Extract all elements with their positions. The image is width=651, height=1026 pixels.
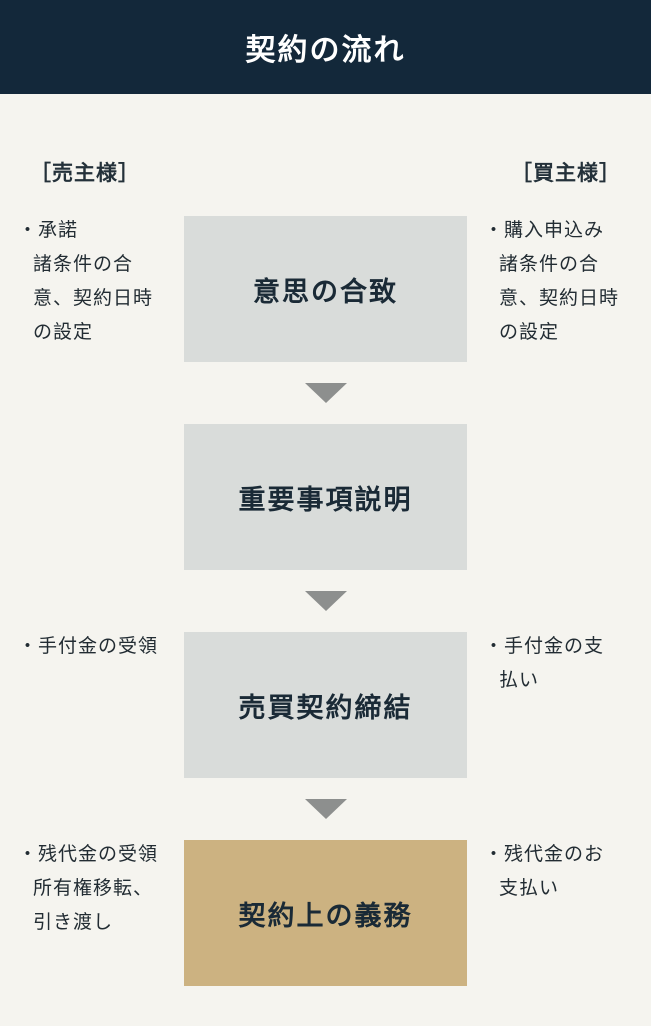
step-label: 意思の合致 <box>253 276 398 308</box>
note-line: 払い <box>499 669 540 691</box>
buyer-note-agreement: 購入申込み 諸条件の合 意、契約日時 の設定 <box>486 213 636 349</box>
step-box-obligations: 契約上の義務 <box>184 840 467 986</box>
page-title: 契約の流れ <box>245 33 406 68</box>
note-line: 承諾 <box>20 213 170 247</box>
step-label: 重要事項説明 <box>238 484 413 516</box>
note-line: 意、契約日時 <box>499 287 620 309</box>
note-line: 残代金のお <box>486 837 636 871</box>
seller-heading: ［売主様］ <box>30 161 140 185</box>
note-line: 引き渡し <box>33 911 114 933</box>
note-line: の設定 <box>499 321 560 343</box>
buyer-note-contract: 手付金の支 払い <box>486 629 636 697</box>
note-line: 手付金の受領 <box>20 629 170 663</box>
note-line: の設定 <box>33 321 94 343</box>
note-line: 支払い <box>499 877 560 899</box>
buyer-note-obligations: 残代金のお 支払い <box>486 837 636 905</box>
step-label: 契約上の義務 <box>238 900 413 932</box>
note-line: 諸条件の合 <box>33 253 134 275</box>
down-arrow-icon <box>305 799 347 819</box>
note-line: 諸条件の合 <box>499 253 600 275</box>
down-arrow-icon <box>305 591 347 611</box>
note-line: 手付金の支 <box>486 629 636 663</box>
step-box-explanation: 重要事項説明 <box>184 424 467 570</box>
note-line: 購入申込み <box>486 213 636 247</box>
note-line: 所有権移転、 <box>33 877 154 899</box>
header-bar: 契約の流れ <box>0 0 651 94</box>
seller-note-agreement: 承諾 諸条件の合 意、契約日時 の設定 <box>20 213 170 349</box>
buyer-heading: ［買主様］ <box>511 161 621 185</box>
note-line: 意、契約日時 <box>33 287 154 309</box>
down-arrow-icon <box>305 383 347 403</box>
step-label: 売買契約締結 <box>238 692 413 724</box>
step-box-contract: 売買契約締結 <box>184 632 467 778</box>
step-box-agreement: 意思の合致 <box>184 216 467 362</box>
note-line: 残代金の受領 <box>20 837 170 871</box>
seller-note-contract: 手付金の受領 <box>20 629 170 663</box>
seller-note-obligations: 残代金の受領 所有権移転、 引き渡し <box>20 837 170 939</box>
